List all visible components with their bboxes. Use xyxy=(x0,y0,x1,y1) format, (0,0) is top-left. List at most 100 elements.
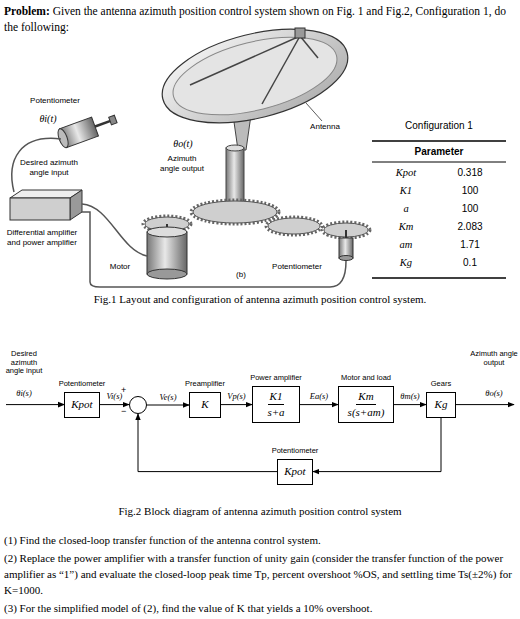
output-potentiometer xyxy=(339,256,353,261)
signal-connector xyxy=(300,404,338,405)
signal-name: θi(s) xyxy=(4,389,44,399)
antenna-dish xyxy=(190,36,300,85)
figure-caption: Fig.1 Layout and configuration of antenn… xyxy=(4,292,516,306)
gear-train xyxy=(322,222,370,238)
table-cell: 1.71 xyxy=(440,239,500,251)
transfer-box: K1s+a xyxy=(252,386,300,423)
gear-train xyxy=(191,200,279,224)
table-cell: a xyxy=(378,203,434,216)
block-name: Gears xyxy=(431,380,451,389)
table-cell: 100 xyxy=(440,203,500,215)
gear-train xyxy=(266,217,322,235)
signal-name: θo(t) xyxy=(163,138,203,150)
part-name: Antenna xyxy=(300,122,350,132)
denominator: s(s+am) xyxy=(346,405,387,419)
table-cell: Km xyxy=(378,221,434,234)
pedestal xyxy=(226,145,244,151)
gear-train xyxy=(193,201,277,223)
block: PotentiometerKpot xyxy=(272,447,319,485)
table-cell: 0.1 xyxy=(440,257,500,269)
block: PotentiometerKpot xyxy=(59,380,106,418)
table-rule xyxy=(372,277,506,279)
transfer-box: K xyxy=(189,392,221,418)
signal-connector xyxy=(100,404,129,405)
problem-text: Given the antenna azimuth position contr… xyxy=(4,5,506,33)
sign: − xyxy=(121,407,126,416)
antenna-dish xyxy=(306,103,322,121)
amplifier-box xyxy=(10,190,82,220)
block-name: Motor and load xyxy=(341,374,391,383)
table-cell: Kpot xyxy=(378,167,434,180)
block: PreamplifierK xyxy=(185,380,225,418)
numerator: Km xyxy=(356,390,375,405)
table-title: Configuration 1 xyxy=(372,120,506,132)
signal-connector xyxy=(313,418,441,472)
block-name: Preamplifier xyxy=(185,380,225,389)
motor xyxy=(147,224,187,279)
table-cell: Kg xyxy=(378,257,434,270)
gain: K xyxy=(201,398,208,411)
table-cell: 100 xyxy=(440,185,500,197)
gain: Kpot xyxy=(284,465,305,478)
question: (1) Find the closed-loop transfer functi… xyxy=(4,532,516,548)
block-name: Potentiometer xyxy=(272,447,319,456)
motor xyxy=(147,269,187,279)
part-name: Potentiometer xyxy=(20,96,90,106)
antenna-dish xyxy=(153,12,358,150)
question: (2) Replace the power amplifier with a t… xyxy=(4,550,516,598)
part-name: Motor xyxy=(100,262,140,272)
signal-connector xyxy=(394,404,426,405)
signal-name: θo(s) xyxy=(472,389,516,399)
wire xyxy=(12,138,346,287)
antenna-dish xyxy=(153,12,358,139)
input-potentiometer xyxy=(56,110,119,149)
problem-statement: Problem: Given the antenna azimuth posit… xyxy=(4,3,516,35)
denominator: s+a xyxy=(265,405,286,419)
signal-name: Azimuth angle output xyxy=(470,350,518,367)
table-cell: 0.318 xyxy=(440,167,500,179)
wire xyxy=(82,212,346,287)
output-potentiometer xyxy=(339,230,353,261)
signal-name: Vi(s) xyxy=(105,392,123,401)
block-name: Potentiometer xyxy=(59,380,106,389)
signal-connector xyxy=(147,405,189,406)
signal-name: Ea(s) xyxy=(309,392,329,401)
table-cell: 2.083 xyxy=(440,221,500,233)
block-name: Power amplifier xyxy=(250,374,302,383)
table-rule xyxy=(372,141,506,278)
numerator: K1 xyxy=(268,390,285,405)
output-arrow xyxy=(456,404,514,405)
input-potentiometer xyxy=(56,110,119,149)
motor xyxy=(147,227,187,237)
table-header: Parameter xyxy=(372,146,506,158)
problem-heading: Problem: xyxy=(4,5,50,17)
amplifier-box xyxy=(70,190,82,220)
block: GearsKg xyxy=(426,380,456,418)
part-name: Potentiometer xyxy=(262,262,332,272)
gain: Kpot xyxy=(71,398,92,411)
gain: Kg xyxy=(435,398,448,411)
part-name: Azimuth angle output xyxy=(158,154,206,173)
signal-name: Desired azimuth angle input xyxy=(2,350,46,376)
table-cell: am xyxy=(378,239,434,252)
signal-name: θm(s) xyxy=(399,392,420,401)
summing-junction: +− xyxy=(129,396,147,414)
transfer-box: Kms(s+am) xyxy=(338,386,394,423)
antenna-dish xyxy=(295,28,305,38)
signal-name: θi(t) xyxy=(36,113,60,125)
input-potentiometer xyxy=(95,120,112,126)
gear-train xyxy=(324,223,368,237)
wire xyxy=(82,204,147,256)
transfer-box: Kg xyxy=(426,392,456,418)
amplifier-box xyxy=(10,198,70,220)
figure-caption: Fig.2 Block diagram of antenna azimuth p… xyxy=(4,504,516,518)
table-rule xyxy=(372,162,506,163)
output-potentiometer xyxy=(345,230,347,238)
transfer-box: Kpot xyxy=(64,392,99,418)
input-potentiometer xyxy=(109,115,117,125)
part-name: Differential amplifier and power amplifi… xyxy=(2,228,82,247)
motor xyxy=(147,232,187,274)
block: Power amplifierK1s+a xyxy=(250,374,302,423)
